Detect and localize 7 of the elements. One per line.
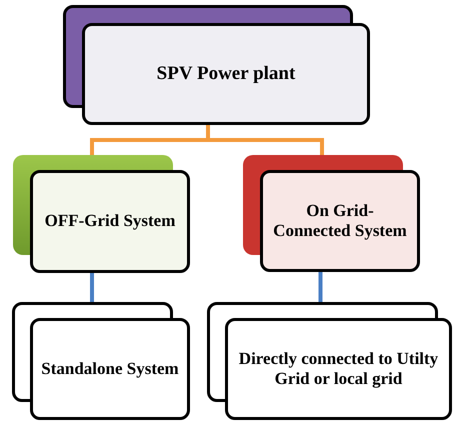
- box-label: On Grid- Connected System: [272, 200, 408, 242]
- box-label: Standalone System: [41, 358, 179, 380]
- box-label: SPV Power plant: [156, 62, 296, 86]
- connector-line: [318, 272, 322, 302]
- box-label: Directly connected to Utilty Grid or local grid: [238, 348, 440, 390]
- box-label: OFF-Grid System: [44, 211, 176, 232]
- connector-line: [90, 273, 94, 302]
